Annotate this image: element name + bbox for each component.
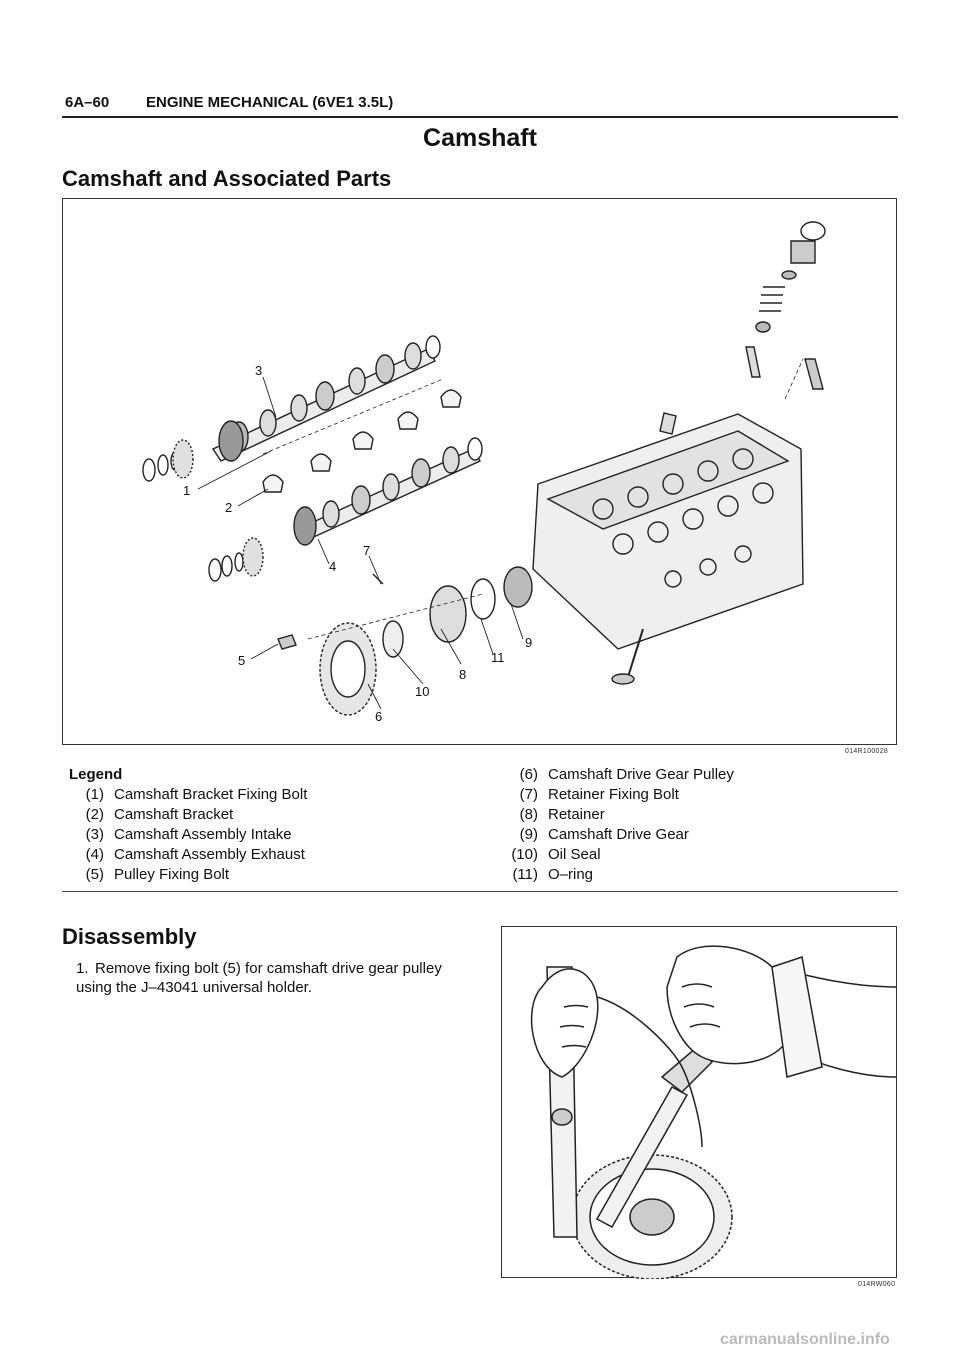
legend-item: (11) O–ring [496, 866, 593, 883]
legend-item-number: (5) [85, 866, 104, 883]
legend-item: (4) Camshaft Assembly Exhaust [78, 846, 305, 863]
callout-11: 11 [491, 650, 505, 665]
section-divider [62, 891, 898, 892]
legend-item-number: (7) [519, 786, 538, 803]
legend-item-text: Camshaft Assembly Exhaust [114, 846, 305, 863]
step-number: 1. [76, 960, 89, 977]
holder-usage-drawing [530, 945, 897, 1280]
legend-item: (9) Camshaft Drive Gear [496, 826, 689, 843]
disassembly-title: Disassembly [62, 924, 197, 949]
legend-item: (5) Pulley Fixing Bolt [78, 866, 229, 883]
exploded-view-drawing: 1 2 3 4 5 6 7 8 9 10 11 [142, 221, 826, 724]
legend-item-text: Camshaft Drive Gear [548, 826, 689, 843]
valve-parts-drawing [611, 221, 826, 685]
exhaust-camshaft-drawing [293, 437, 483, 546]
legend-item-text: Oil Seal [548, 846, 601, 863]
page-header: 6A–60 ENGINE MECHANICAL (6VE1 3.5L) [62, 90, 898, 118]
legend-item-number: (1) [85, 786, 104, 803]
legend-item-number: (11) [512, 866, 538, 883]
legend-item-number: (3) [85, 826, 104, 843]
page-title: Camshaft [423, 124, 537, 152]
callout-10: 10 [415, 684, 429, 699]
left-seals-drawing [142, 439, 264, 582]
legend-item: (7) Retainer Fixing Bolt [496, 786, 679, 803]
legend-item: (1) Camshaft Bracket Fixing Bolt [78, 786, 308, 803]
legend-item-text: Retainer Fixing Bolt [548, 786, 679, 803]
section-title: ENGINE MECHANICAL (6VE1 3.5L) [146, 94, 394, 111]
legend-item-number: (6) [519, 766, 538, 783]
section-subtitle: Camshaft and Associated Parts [62, 166, 392, 191]
step-text: Remove fixing bolt (5) for camshaft driv… [76, 960, 442, 996]
legend-item-number: (9) [519, 826, 538, 843]
legend-item-text: Retainer [548, 806, 605, 823]
legend-title: Legend [69, 766, 123, 783]
legend-item-text: Pulley Fixing Bolt [114, 866, 230, 883]
callout-9: 9 [525, 635, 532, 650]
legend-item-number: (10) [511, 846, 538, 863]
disassembly-step: 1.Remove fixing bolt (5) for camshaft dr… [76, 959, 476, 997]
figure2-code: 014RW060 [858, 1281, 896, 1288]
legend-item-text: Camshaft Assembly Intake [114, 826, 292, 843]
figure1-code: 014R100028 [845, 748, 889, 755]
camshaft-exploded-diagram: 1 2 3 4 5 6 7 8 9 10 11 [62, 198, 897, 745]
callout-4: 4 [329, 559, 336, 574]
callout-1: 1 [183, 483, 190, 498]
legend-item: (2) Camshaft Bracket [78, 806, 234, 823]
footer-watermark: carmanualsonline.info [720, 1331, 890, 1348]
legend-item-text: Camshaft Bracket [114, 806, 234, 823]
legend-item-number: (2) [85, 806, 104, 823]
camshaft-brackets-drawing [262, 378, 462, 493]
callout-3: 3 [255, 363, 262, 378]
callout-8: 8 [459, 667, 466, 682]
legend-item-number: (4) [85, 846, 104, 863]
universal-holder-illustration [501, 926, 897, 1280]
callout-5: 5 [238, 653, 245, 668]
page-code: 6A–60 [65, 94, 110, 111]
legend-item: (6) Camshaft Drive Gear Pulley [496, 766, 734, 783]
callout-2: 2 [225, 500, 232, 515]
legend-item: (3) Camshaft Assembly Intake [78, 826, 292, 843]
callout-7: 7 [363, 543, 370, 558]
legend-item-text: Camshaft Bracket Fixing Bolt [114, 786, 308, 803]
legend-item-number: (8) [519, 806, 538, 823]
legend-item-text: O–ring [548, 866, 594, 883]
callout-6: 6 [375, 709, 382, 724]
cylinder-head-drawing [532, 413, 804, 650]
intake-camshaft-drawing [211, 335, 441, 462]
legend-item: (10) Oil Seal [496, 846, 601, 863]
drive-gear-assembly-drawing [277, 566, 533, 716]
legend-item: (8) Retainer [496, 806, 605, 823]
legend-item-text: Camshaft Drive Gear Pulley [548, 766, 734, 783]
